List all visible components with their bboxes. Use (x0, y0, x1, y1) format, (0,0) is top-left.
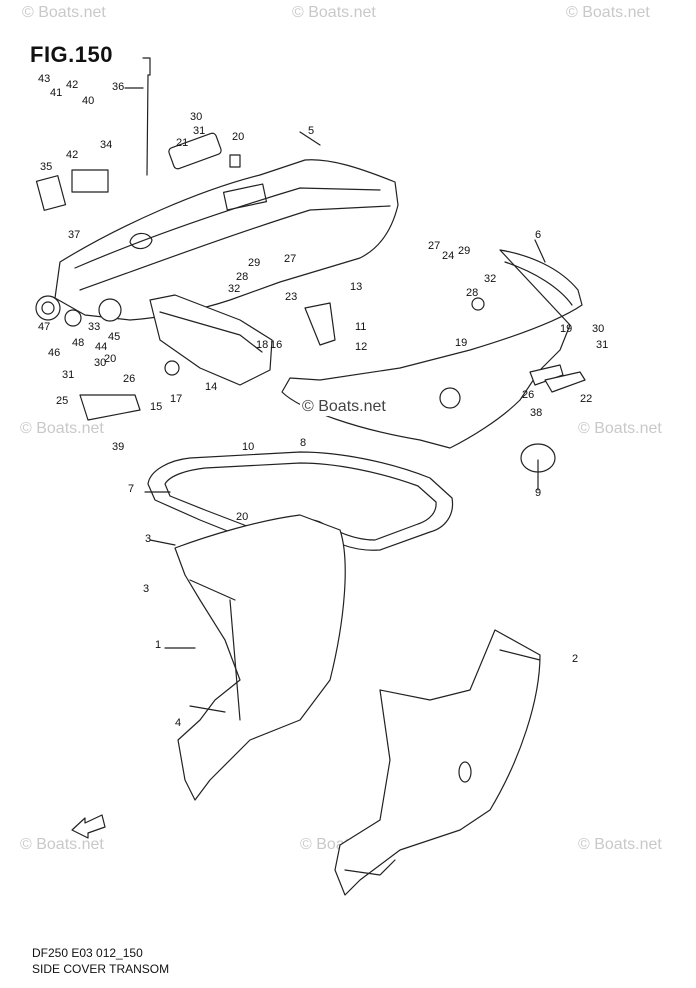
part-number-label: 29 (458, 245, 470, 257)
part-number-label: 10 (242, 441, 254, 453)
part-number-label: 1 (155, 639, 161, 651)
part-number-label: 9 (535, 487, 541, 499)
part-number-label: 14 (205, 381, 217, 393)
lower-cover-port (174, 514, 346, 801)
part-number-label: 22 (580, 393, 592, 405)
part-number-label: 34 (100, 139, 112, 151)
part-number-label: 46 (48, 347, 60, 359)
watermark-center: © Boats.net (300, 398, 388, 416)
part-number-label: 29 (248, 257, 260, 269)
watermark: © Boats.net (566, 4, 650, 21)
part-number-label: 24 (442, 250, 454, 262)
part-number-label: 28 (466, 287, 478, 299)
part-number-label: 47 (38, 321, 50, 333)
part-number-label: 26 (522, 389, 534, 401)
footer-code: DF250 E03 012_150 (32, 946, 143, 960)
part-number-label: 33 (88, 321, 100, 333)
part-number-label: 19 (455, 337, 467, 349)
part-number-label: 7 (128, 483, 134, 495)
part-number-label: 17 (170, 393, 182, 405)
part-number-label: 30 (592, 323, 604, 335)
part-number-label: 37 (68, 229, 80, 241)
part-number-label: 30 (190, 111, 202, 123)
part-number-label: 39 (112, 441, 124, 453)
part-number-label: 31 (62, 369, 74, 381)
watermark: © Boats.net (578, 420, 662, 437)
part-number-label: 26 (123, 373, 135, 385)
part-number-label: 19 (560, 323, 572, 335)
part-number-label: 8 (300, 437, 306, 449)
grommet (35, 295, 61, 321)
part-number-label: 43 (38, 73, 50, 85)
part-number-label: 11 (355, 321, 366, 333)
part-number-label: 21 (176, 137, 188, 149)
part-number-label: 20 (104, 353, 116, 365)
watermark: © Boats.net (22, 4, 106, 21)
part-number-label: 42 (66, 149, 78, 161)
part-number-label: 27 (284, 253, 296, 265)
part-number-label: 15 (150, 401, 162, 413)
part-number-label: 45 (108, 331, 120, 343)
part-number-label: 40 (82, 95, 94, 107)
watermark: © Boats.net (578, 836, 662, 853)
part-number-label: 32 (484, 273, 496, 285)
part-number-label: 18 (256, 339, 268, 351)
part-number-label: 20 (236, 511, 248, 523)
lower-cover-starboard (334, 629, 541, 896)
part-number-label: 48 (72, 337, 84, 349)
part-number-label: 13 (350, 281, 362, 293)
part-number-label: 4 (175, 717, 181, 729)
part-number-label: 32 (228, 283, 240, 295)
fwd-arrow (71, 814, 106, 839)
part-number-label: 6 (535, 229, 541, 241)
part-number-label: 25 (56, 395, 68, 407)
figure-title: FIG.150 (30, 42, 113, 67)
part-number-label: 27 (428, 240, 440, 252)
part-number-label: 3 (143, 583, 149, 595)
part-number-label: 28 (236, 271, 248, 283)
part-number-label: 31 (193, 125, 205, 137)
part-number-label: 41 (50, 87, 62, 99)
part-number-label: 20 (232, 131, 244, 143)
part-number-label: 16 (270, 339, 282, 351)
part-number-label: 35 (40, 161, 52, 173)
part-number-label: 12 (355, 341, 367, 353)
watermark: © Boats.net (20, 836, 104, 853)
part-number-label: 23 (285, 291, 297, 303)
part-number-label: 2 (572, 653, 578, 665)
part-number-label: 3 (145, 533, 151, 545)
part-number-label: 42 (66, 79, 78, 91)
watermark: © Boats.net (20, 420, 104, 437)
part-number-label: 36 (112, 81, 124, 93)
part-number-label: 44 (95, 341, 107, 353)
part-number-label: 5 (308, 125, 314, 137)
footer-caption: SIDE COVER TRANSOM (32, 962, 170, 976)
watermark: © Boats.net (292, 4, 376, 21)
part-number-label: 30 (94, 357, 106, 369)
part-number-label: 38 (530, 407, 542, 419)
part-number-label: 31 (596, 339, 608, 351)
